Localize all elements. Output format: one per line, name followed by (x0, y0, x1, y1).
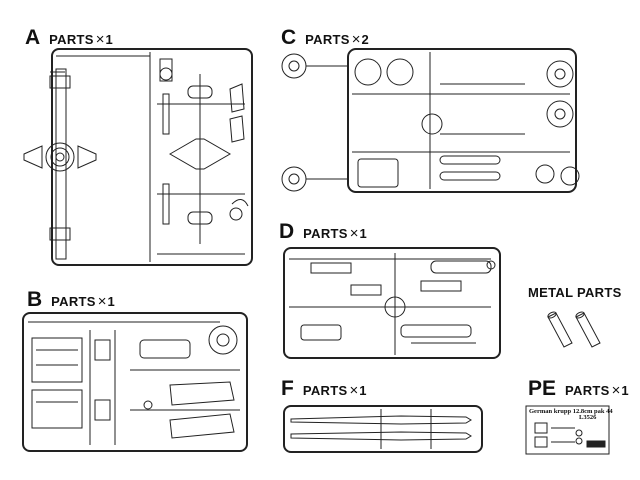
group-d-count: 1 (348, 227, 367, 240)
group-d-parts-label: PARTS (303, 226, 348, 241)
group-c-count: 2 (350, 33, 369, 46)
group-d-header: D PARTS 1 (279, 221, 367, 242)
group-a-count: 1 (94, 33, 113, 46)
group-f-header: F PARTS 1 (281, 378, 366, 399)
sprue-f-drawing (283, 405, 483, 453)
pe-fret-code: L3526 (579, 414, 597, 421)
group-b-header: B PARTS 1 (27, 289, 115, 310)
sprue-d-drawing (283, 247, 501, 359)
group-b-count: 1 (96, 295, 115, 308)
pe-fret: German krupp 12.8cm pak 44 L3526 (525, 405, 613, 455)
sprue-c-drawing (281, 48, 580, 193)
metal-parts-drawing (547, 311, 601, 348)
group-a-header: A PARTS 1 (25, 27, 113, 48)
group-a-letter: A (25, 26, 41, 49)
group-c-letter: C (281, 26, 297, 49)
group-c-parts-label: PARTS (305, 32, 350, 47)
pe-fret-title: German krupp 12.8cm pak 44 (529, 408, 613, 415)
metal-parts-label: METAL PARTS (528, 285, 622, 300)
group-pe-header: PE PARTS 1 (528, 378, 629, 399)
group-b-parts-label: PARTS (51, 294, 96, 309)
group-f-parts-label: PARTS (302, 383, 348, 398)
sprue-b-drawing (22, 312, 248, 452)
group-pe-count: 1 (610, 384, 628, 397)
group-pe-parts-label: PARTS (565, 383, 610, 398)
pe-fret-outline (525, 405, 610, 455)
group-b-letter: B (27, 288, 43, 311)
group-c-header: C PARTS 2 (281, 27, 369, 48)
group-d-letter: D (279, 220, 295, 243)
sprue-a-drawing (23, 48, 253, 266)
group-f-letter: F (281, 377, 294, 400)
group-f-count: 1 (347, 384, 366, 397)
group-pe-letter: PE (528, 377, 557, 400)
group-a-parts-label: PARTS (49, 32, 94, 47)
